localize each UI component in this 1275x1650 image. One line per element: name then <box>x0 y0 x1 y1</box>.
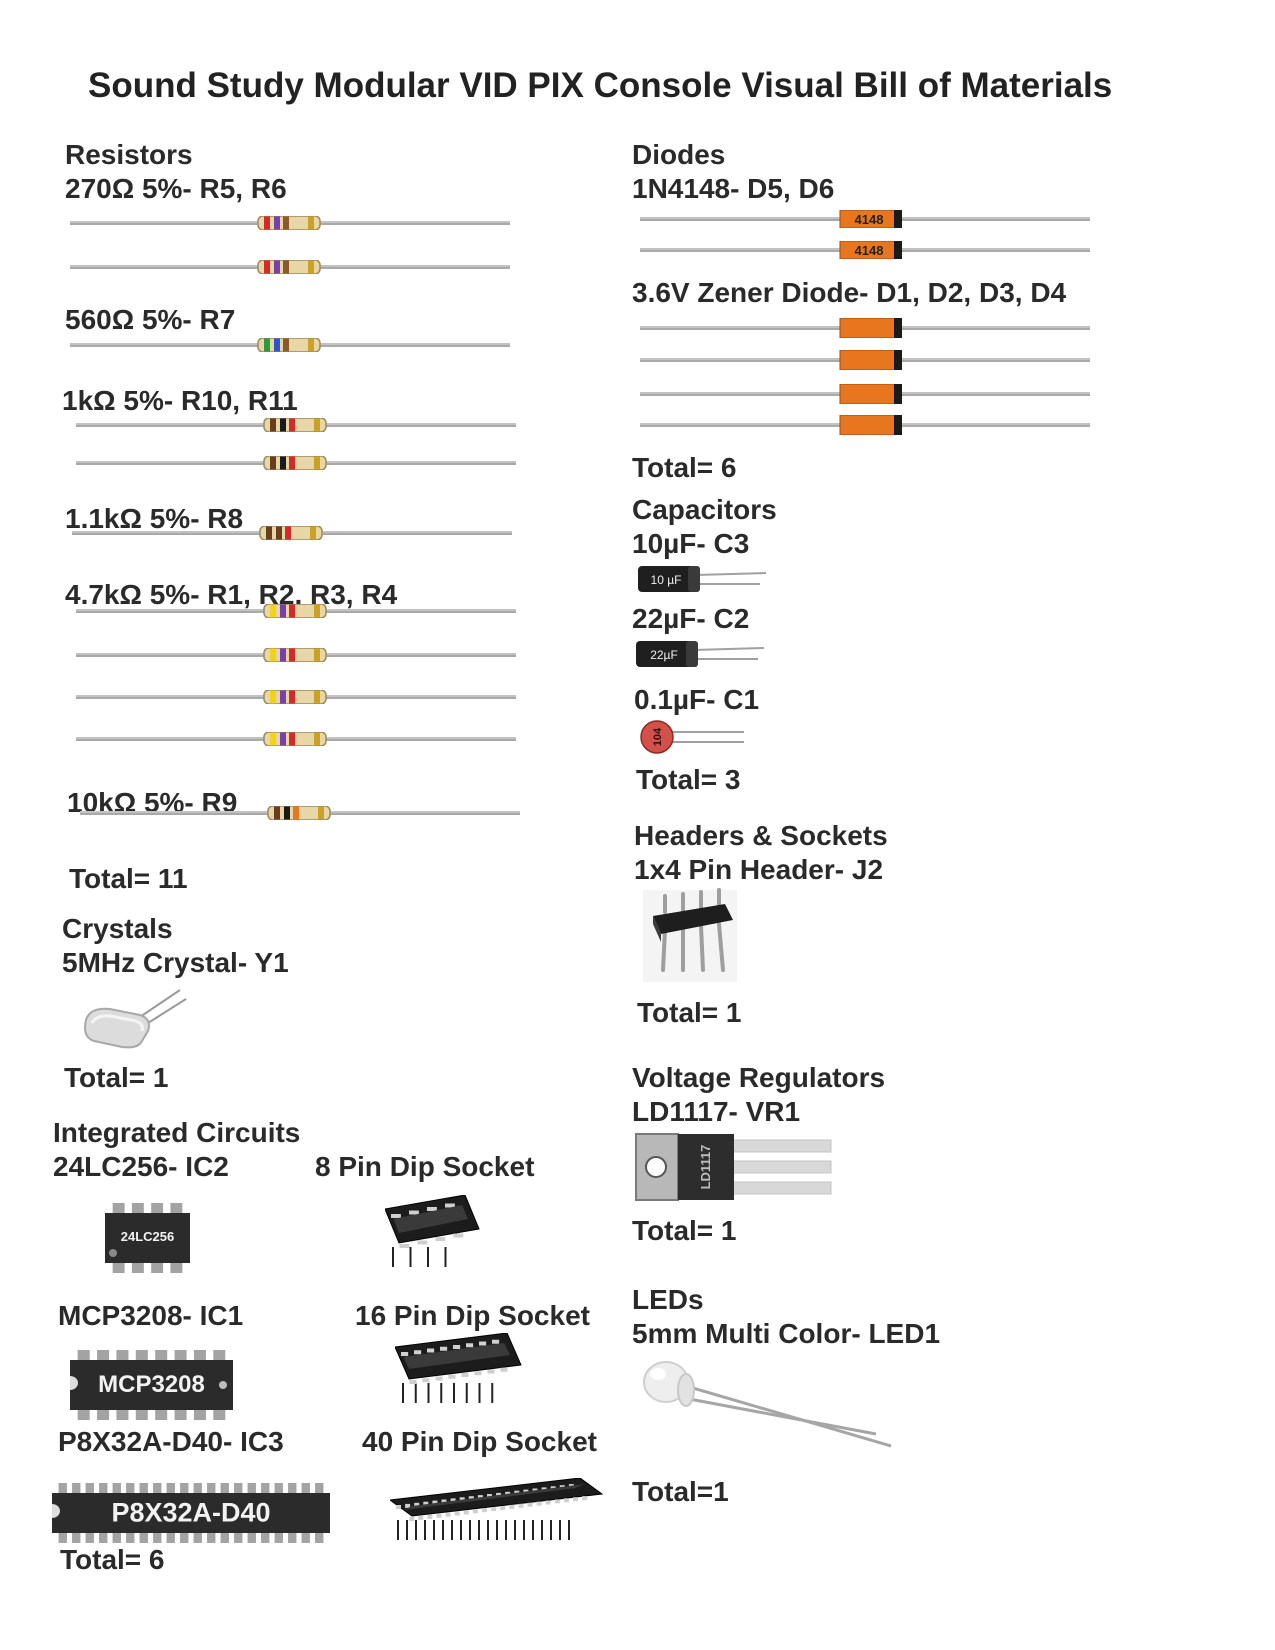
ic-label: MCP3208- IC1 <box>58 1300 244 1331</box>
diodes-heading: Diodes <box>632 139 726 170</box>
ics-total: Total= 6 <box>60 1544 165 1575</box>
header-label: 1x4 Pin Header- J2 <box>634 854 884 885</box>
resistor-group-label: 1.1kΩ 5%- R8 <box>65 503 244 534</box>
ic-marking: 24LC256 <box>121 1229 174 1244</box>
zener-diode-icon <box>640 383 1095 409</box>
resistor-icon <box>76 417 521 437</box>
dip-socket-40-icon <box>388 1477 612 1551</box>
ic-marking: MCP3208 <box>98 1371 205 1398</box>
crystals-total: Total= 1 <box>64 1062 169 1093</box>
dip-socket-8-icon <box>384 1194 489 1278</box>
ic-label: 24LC256- IC2 <box>53 1151 229 1182</box>
zener-diode-icon <box>640 317 1095 343</box>
regulator-marking: LD1117 <box>698 1145 713 1190</box>
regulators-heading: Voltage Regulators <box>632 1062 886 1093</box>
resistor-icon <box>80 805 525 825</box>
cap-marking: 10 µF <box>651 573 682 587</box>
capacitor-label: 10µF- C3 <box>632 528 750 559</box>
dip-socket-16-icon <box>394 1332 531 1414</box>
capacitor-label: 22µF- C2 <box>632 603 750 634</box>
diode-marking: 4148 <box>855 243 884 258</box>
socket-label: 16 Pin Dip Socket <box>355 1300 590 1331</box>
resistor-icon <box>76 647 521 667</box>
zener-diode-icon <box>640 414 1095 440</box>
resistors-heading: Resistors <box>65 139 193 170</box>
diode-marking: 4148 <box>855 212 884 227</box>
resistor-group-label: 270Ω 5%- R5, R6 <box>65 173 287 204</box>
ic-label: P8X32A-D40- IC3 <box>58 1426 284 1457</box>
diode-zener-label: 3.6V Zener Diode- D1, D2, D3, D4 <box>632 277 1067 308</box>
resistors-total: Total= 11 <box>69 863 188 894</box>
crystals-heading: Crystals <box>62 913 173 944</box>
resistor-group-label: 560Ω 5%- R7 <box>65 304 236 335</box>
leds-heading: LEDs <box>632 1284 704 1315</box>
socket-label: 8 Pin Dip Socket <box>315 1151 535 1182</box>
regulators-total: Total= 1 <box>632 1215 737 1246</box>
page-title: Sound Study Modular VID PIX Console Visu… <box>88 66 1113 105</box>
cap-marking: 104 <box>652 727 664 746</box>
resistor-icon <box>76 455 521 475</box>
electrolytic-cap-icon: 22µF <box>636 641 766 674</box>
resistor-icon <box>70 337 515 357</box>
regulator-ld1117-icon: LD1117 <box>635 1133 832 1201</box>
led-label: 5mm Multi Color- LED1 <box>632 1318 941 1349</box>
ic-24lc256-icon: 24LC256 <box>105 1203 190 1278</box>
resistor-group-label: 4.7kΩ 5%- R1, R2, R3, R4 <box>65 579 398 610</box>
capacitor-label: 0.1µF- C1 <box>634 684 760 715</box>
resistor-group-label: 1kΩ 5%- R10, R11 <box>62 385 298 416</box>
diodes-total: Total= 6 <box>632 452 737 483</box>
crystal-icon <box>84 989 187 1049</box>
diode-signal-label: 1N4148- D5, D6 <box>632 173 835 204</box>
resistor-icon <box>70 259 515 279</box>
cap-marking: 22µF <box>650 648 678 662</box>
electrolytic-cap-icon: 10 µF <box>638 566 768 599</box>
ics-heading: Integrated Circuits <box>53 1117 301 1148</box>
headers-heading: Headers & Sockets <box>634 820 888 851</box>
zener-diode-icon <box>640 349 1095 375</box>
regulator-label: LD1117- VR1 <box>632 1096 801 1127</box>
resistor-icon <box>76 689 521 709</box>
ic-p8x32a-icon: P8X32A-D40 <box>52 1483 330 1548</box>
ic-mcp3208-icon: MCP3208 <box>70 1350 233 1425</box>
ic-marking: P8X32A-D40 <box>111 1497 270 1527</box>
headers-total: Total= 1 <box>637 997 742 1028</box>
resistor-icon <box>76 731 521 751</box>
diode-1n4148-icon: 4148 <box>640 209 1095 233</box>
pin-header-icon <box>643 888 737 982</box>
resistor-icon <box>76 603 521 623</box>
resistor-icon <box>72 525 517 545</box>
capacitors-total: Total= 3 <box>636 764 741 795</box>
leds-total: Total=1 <box>632 1476 729 1507</box>
socket-label: 40 Pin Dip Socket <box>362 1426 597 1457</box>
crystal-label: 5MHz Crystal- Y1 <box>62 947 289 978</box>
ceramic-cap-icon: 104 <box>640 720 750 761</box>
capacitors-heading: Capacitors <box>632 494 777 525</box>
diode-1n4148-icon: 4148 <box>640 240 1095 264</box>
resistor-icon <box>70 215 515 235</box>
led-icon <box>643 1361 892 1448</box>
